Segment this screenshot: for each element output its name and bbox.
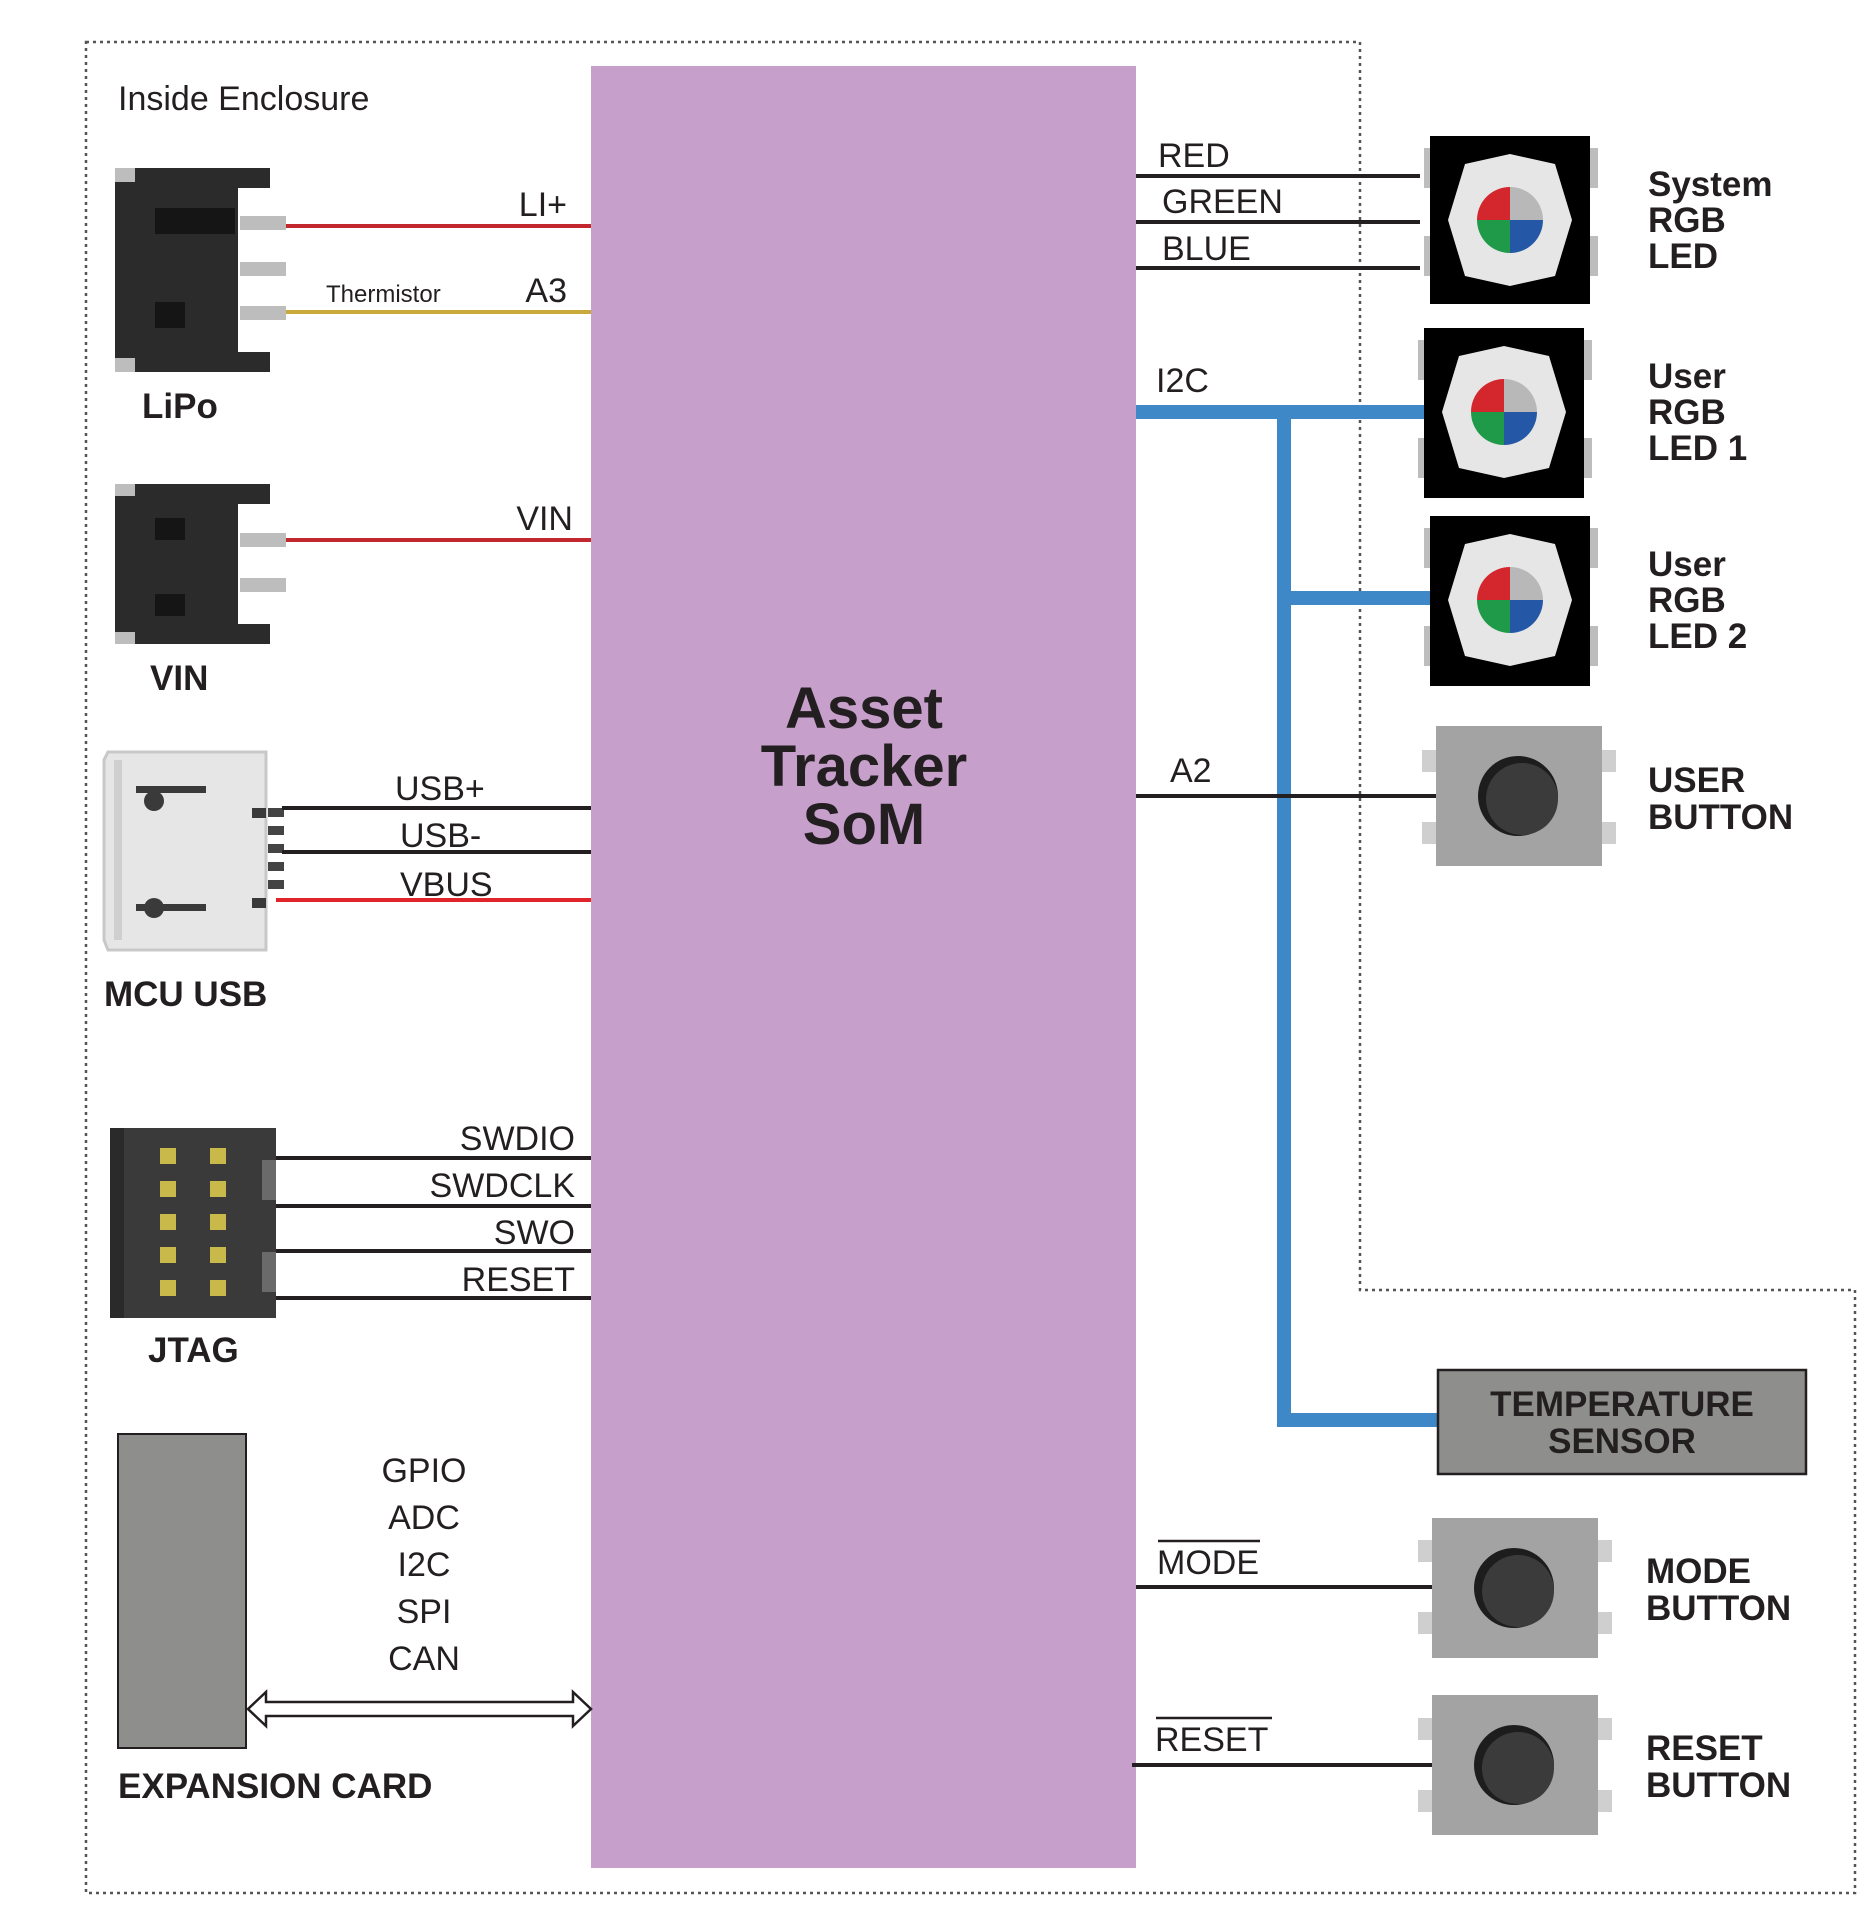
- user-rgb-led-2-icon: [1424, 516, 1598, 686]
- swdclk-signal: SWDCLK: [430, 1167, 576, 1205]
- usb-minus-signal: USB-: [400, 817, 481, 855]
- usb-label: MCU USB: [104, 975, 267, 1014]
- system-led-label-1: System: [1648, 165, 1773, 204]
- vbus-signal: VBUS: [400, 866, 493, 904]
- jtag-connector-icon: [110, 1128, 276, 1318]
- user-led-1-label-2: RGB: [1648, 393, 1726, 432]
- expansion-bidirectional-arrow-icon: [246, 1689, 593, 1729]
- red-signal: RED: [1158, 137, 1230, 175]
- user-led-2-label-3: LED 2: [1648, 617, 1747, 656]
- user-button-icon[interactable]: [1422, 726, 1616, 866]
- expansion-signal-i2c: I2C: [398, 1546, 451, 1584]
- mode-button-label-2: BUTTON: [1646, 1589, 1791, 1628]
- user-led-1-label-1: User: [1648, 357, 1726, 396]
- expansion-label: EXPANSION CARD: [118, 1767, 432, 1806]
- lipo-a3-signal: A3: [525, 272, 567, 310]
- vin-label: VIN: [150, 659, 208, 698]
- swdio-signal: SWDIO: [460, 1120, 575, 1158]
- temperature-sensor-label-2: SENSOR: [1548, 1422, 1696, 1461]
- mode-signal: MODE: [1157, 1544, 1259, 1582]
- user-button-label-1: USER: [1648, 761, 1745, 800]
- usb-plus-signal: USB+: [395, 770, 485, 808]
- expansion-signal-gpio: GPIO: [381, 1452, 466, 1490]
- user-rgb-led-1-icon: [1418, 328, 1592, 498]
- system-led-label-2: RGB: [1648, 201, 1726, 240]
- i2c-signal: I2C: [1156, 362, 1209, 400]
- system-rgb-led-icon: [1424, 136, 1598, 304]
- expansion-signal-adc: ADC: [388, 1499, 460, 1537]
- user-button-label-2: BUTTON: [1648, 798, 1793, 837]
- vin-signal: VIN: [516, 500, 573, 538]
- green-signal: GREEN: [1162, 183, 1283, 221]
- user-led-2-label-2: RGB: [1648, 581, 1726, 620]
- reset-button-icon[interactable]: [1418, 1695, 1612, 1835]
- lipo-connector-icon: [115, 168, 286, 372]
- expansion-signal-can: CAN: [388, 1640, 460, 1678]
- lipo-li-signal: LI+: [519, 186, 567, 224]
- temperature-sensor-block: [1436, 1368, 1808, 1476]
- thermistor-label: Thermistor: [326, 281, 441, 308]
- enclosure-label: Inside Enclosure: [118, 80, 369, 118]
- a2-signal: A2: [1170, 752, 1212, 790]
- som-title-line-1: Asset: [785, 676, 943, 741]
- reset-button-label-2: BUTTON: [1646, 1766, 1791, 1805]
- som-block: [591, 66, 1136, 1868]
- temperature-sensor-label-1: TEMPERATURE: [1490, 1385, 1754, 1424]
- expansion-signal-spi: SPI: [397, 1593, 452, 1631]
- blue-signal: BLUE: [1162, 230, 1251, 268]
- lipo-label: LiPo: [142, 387, 218, 426]
- usb-connector-icon: [102, 750, 284, 952]
- som-title-line-2: Tracker: [761, 734, 967, 799]
- som-title-line-3: SoM: [803, 792, 925, 857]
- jtag-label: JTAG: [148, 1331, 239, 1370]
- user-led-1-label-3: LED 1: [1648, 429, 1747, 468]
- reset-signal: RESET: [1155, 1721, 1268, 1759]
- swo-signal: SWO: [494, 1214, 575, 1252]
- user-led-2-label-1: User: [1648, 545, 1726, 584]
- reset-button-label-1: RESET: [1646, 1729, 1763, 1768]
- vin-connector-icon: [115, 484, 286, 644]
- expansion-card-block: [117, 1433, 247, 1749]
- enclosure-boundary: [84, 40, 1857, 1895]
- mode-button-icon[interactable]: [1418, 1518, 1612, 1658]
- mode-button-label-1: MODE: [1646, 1552, 1751, 1591]
- i2c-bus: [1136, 405, 1438, 1427]
- system-led-label-3: LED: [1648, 237, 1718, 276]
- jtag-reset-signal: RESET: [462, 1261, 575, 1299]
